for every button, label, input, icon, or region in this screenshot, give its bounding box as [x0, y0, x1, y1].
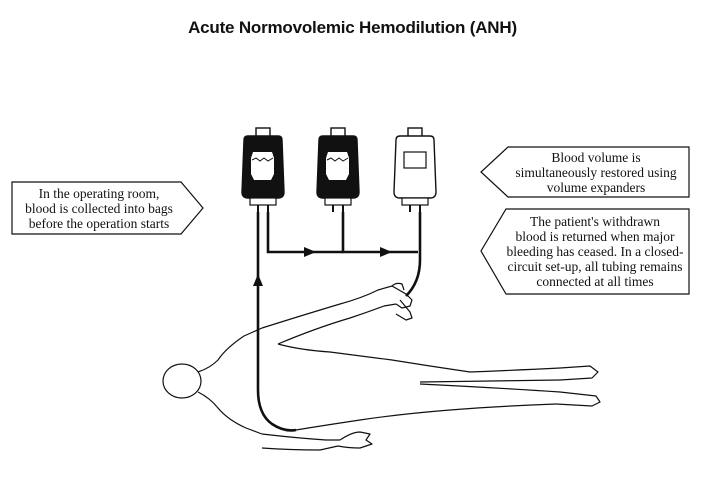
bottom-right-callout-line-5: connected at all times — [536, 274, 654, 289]
flow-arrowhead-up — [253, 274, 263, 286]
blood-bag-full-1 — [241, 127, 285, 212]
top-right-callout-box — [480, 146, 690, 198]
left-callout-line-3: before the operation starts — [28, 216, 170, 231]
left-callout-line-2: blood is collected into bags — [25, 201, 173, 216]
left-callout-line-1: In the operating room, — [38, 186, 160, 201]
bottom-right-callout-text: The patient's withdrawn blood is returne… — [502, 214, 688, 289]
blood-bag-full-2 — [316, 127, 360, 212]
tubing — [256, 212, 422, 432]
bottom-right-callout-box — [480, 208, 690, 295]
flow-arrowhead-1 — [304, 247, 316, 257]
bottom-right-callout-line-1: The patient's withdrawn — [530, 214, 660, 229]
flow-arrowhead-2 — [380, 247, 392, 257]
patient-body — [162, 282, 601, 451]
bottom-right-callout-line-3: bleeding has ceased. In a closed- — [506, 244, 684, 259]
bottom-right-callout-line-2: blood is returned when major — [515, 229, 675, 244]
left-callout-text: In the operating room, blood is collecte… — [16, 186, 182, 231]
volume-expander-bag — [393, 127, 437, 212]
bottom-right-callout-line-4: circuit set-up, all tubing remains — [507, 259, 683, 274]
top-right-callout-line-1: Blood volume is — [551, 150, 641, 165]
left-callout-box — [11, 181, 204, 235]
top-right-callout-text: Blood volume is simultaneously restored … — [506, 150, 686, 195]
diagram-title: Acute Normovolemic Hemodilution (ANH) — [188, 18, 517, 37]
top-right-callout-line-2: simultaneously restored using — [515, 165, 677, 180]
top-right-callout-line-3: volume expanders — [546, 180, 646, 195]
